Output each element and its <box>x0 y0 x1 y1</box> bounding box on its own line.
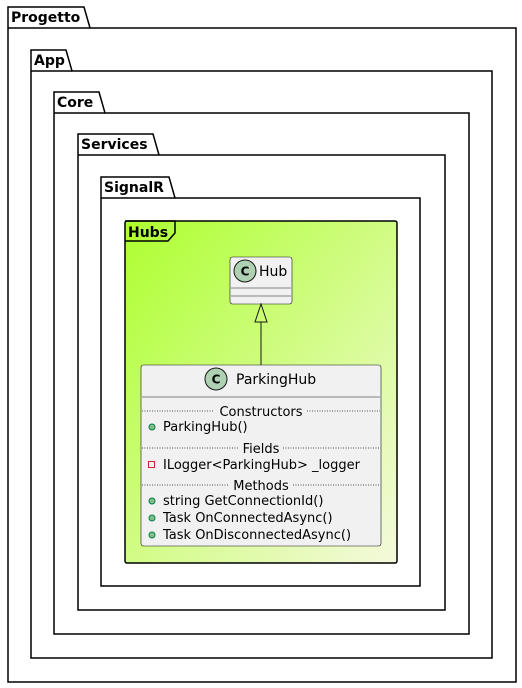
class-stereotype-glyph: C <box>241 265 250 279</box>
section-label-fields: Fields <box>243 442 280 457</box>
package-signalr-label: SignalR <box>104 180 164 196</box>
section-label-methods: Methods <box>233 479 289 494</box>
package-progetto: Progetto <box>7 6 517 683</box>
class-circle-icon <box>233 259 257 283</box>
inheritance-arrow <box>254 302 268 365</box>
section-constructors: Constructors ParkingHub() <box>142 405 380 435</box>
class-parkinghub-name: ParkingHub <box>236 372 316 388</box>
class-parkinghub[interactable]: C ParkingHub Constructors ParkingHub() F… <box>140 364 382 547</box>
package-core-label: Core <box>57 95 93 111</box>
member-method-getconnectionid: string GetConnectionId() <box>163 494 323 509</box>
frame-hubs-label: Hubs <box>128 225 168 241</box>
public-visibility-icon <box>148 497 156 505</box>
class-circle-icon <box>204 367 228 391</box>
class-hub[interactable]: C Hub <box>229 256 293 305</box>
public-visibility-icon <box>148 514 156 522</box>
member-method-ondisconnectedasync: Task OnDisconnectedAsync() <box>162 528 351 543</box>
section-methods: Methods string GetConnectionId() Task On… <box>142 479 380 543</box>
package-core: Core <box>53 91 470 635</box>
class-hub-name: Hub <box>259 264 287 280</box>
member-constructor: ParkingHub() <box>163 420 248 435</box>
package-app-label: App <box>34 53 65 69</box>
private-visibility-icon <box>148 461 155 468</box>
member-field-logger: ILogger<ParkingHub> _logger <box>163 458 361 473</box>
public-visibility-icon <box>148 423 156 431</box>
section-fields: Fields ILogger<ParkingHub> _logger <box>142 442 380 473</box>
package-app: App <box>30 49 493 659</box>
package-services: Services <box>77 133 446 611</box>
section-label-constructors: Constructors <box>219 405 302 420</box>
package-progetto-label: Progetto <box>11 10 81 26</box>
member-method-onconnectedasync: Task OnConnectedAsync() <box>162 511 333 526</box>
class-stereotype-glyph: C <box>212 373 221 387</box>
package-services-label: Services <box>81 137 148 153</box>
public-visibility-icon <box>148 531 156 539</box>
package-signalr: SignalR <box>100 176 421 587</box>
